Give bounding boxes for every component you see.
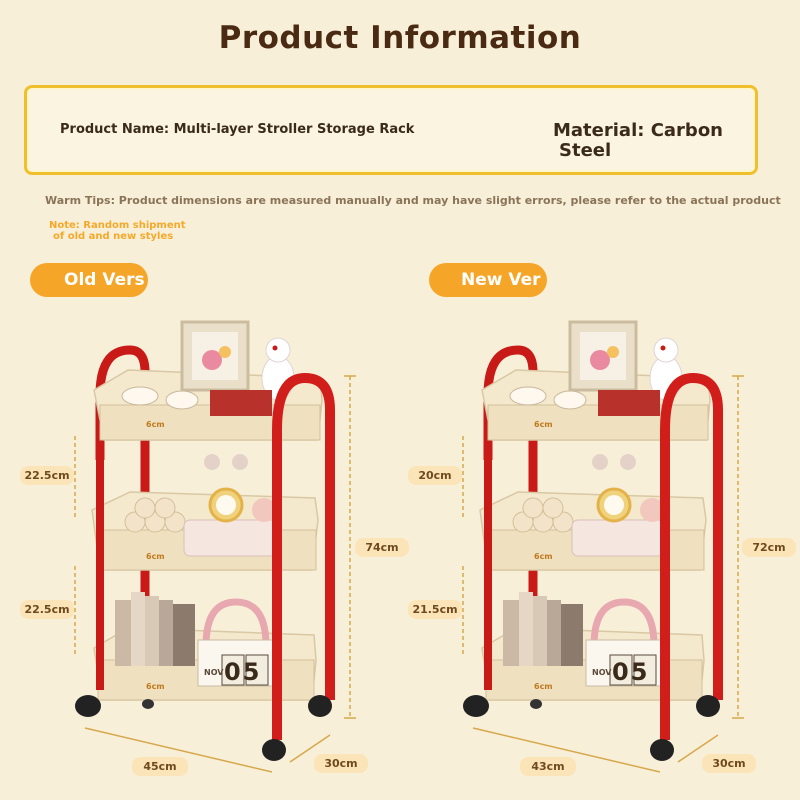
old-cart [75,322,332,761]
old-depth-label: 30cm [314,754,368,773]
new-basket-depth-mid: 6cm [534,552,553,561]
new-calendar-month: NOV [592,668,612,677]
new-cart-drawing [463,322,720,761]
old-basket-depth-top: 6cm [146,420,165,429]
shipment-note: Note: Random shipment of old and new sty… [49,220,219,242]
old-dimension-lines [74,375,356,773]
new-depth-label: 30cm [702,754,756,773]
note-line-1: Note: Random shipment [49,220,186,231]
page-title: Product Information [218,20,582,56]
material-text: Material: Carbon Steel [553,121,753,161]
product-name: Product Name: Multi-layer Stroller Stora… [60,122,415,137]
new-version-badge: New Ver [429,263,547,297]
old-cart-drawing [75,322,332,761]
old-basket-depth-mid: 6cm [146,552,165,561]
material-line-2: Steel [559,140,612,161]
new-cart [463,322,720,761]
product-info-box [24,85,758,175]
new-height-label: 72cm [742,538,796,557]
note-line-2: of old and new styles [53,231,174,242]
old-basket-depth-bottom: 6cm [146,682,165,691]
old-height-label: 74cm [355,538,409,557]
old-gap-top-label: 22.5cm [20,466,74,485]
material-line-1: Material: Carbon [553,120,723,141]
new-dimension-lines [462,375,744,773]
old-calendar-day: 05 [224,658,262,686]
new-gap-top-label: 20cm [408,466,462,485]
new-width-label: 43cm [520,757,576,776]
new-basket-depth-top: 6cm [534,420,553,429]
old-calendar-month: NOV [204,668,224,677]
new-basket-depth-bottom: 6cm [534,682,553,691]
new-gap-bottom-label: 21.5cm [408,600,462,619]
old-gap-bottom-label: 22.5cm [20,600,74,619]
old-width-label: 45cm [132,757,188,776]
new-calendar-day: 05 [612,658,650,686]
warm-tips: Warm Tips: Product dimensions are measur… [45,194,781,207]
old-version-badge: Old Vers [30,263,148,297]
